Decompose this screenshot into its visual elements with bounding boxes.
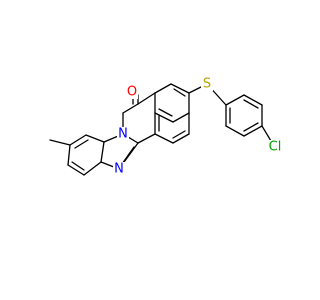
bond <box>170 83 190 94</box>
bond <box>85 134 105 143</box>
bond <box>172 130 186 139</box>
bonds <box>49 83 275 176</box>
bond <box>243 94 263 106</box>
bond <box>225 94 245 106</box>
bond <box>154 112 174 123</box>
bond <box>122 103 139 114</box>
bond <box>243 125 263 137</box>
bond <box>67 144 71 166</box>
bond <box>158 108 173 117</box>
bond <box>100 141 105 163</box>
bond <box>172 133 190 144</box>
nitrogen-imine-atom-label: N <box>114 162 124 177</box>
bond <box>154 83 172 94</box>
bond <box>83 161 102 176</box>
molecule-structure-canvas: O N N S Cl <box>49 76 284 177</box>
structural-formula: O N N S Cl <box>49 76 284 177</box>
atom-labels: O N N S Cl <box>113 77 284 177</box>
bond <box>173 88 186 97</box>
bond <box>154 133 174 144</box>
bond <box>225 125 245 137</box>
nitrogen-imide-atom-label: N <box>118 127 128 142</box>
bond <box>172 112 190 123</box>
bond <box>243 99 259 109</box>
bond <box>67 164 85 176</box>
bond <box>243 122 259 132</box>
bond <box>74 139 89 149</box>
bond <box>137 92 156 105</box>
bond <box>71 161 85 171</box>
bond <box>137 133 156 144</box>
oxygen-atom-label: O <box>127 85 137 100</box>
bond <box>49 139 71 146</box>
bond <box>121 146 135 165</box>
sulfur-atom-label: S <box>203 77 211 92</box>
chlorine-atom-label: Cl <box>269 140 282 155</box>
bond <box>69 134 87 146</box>
